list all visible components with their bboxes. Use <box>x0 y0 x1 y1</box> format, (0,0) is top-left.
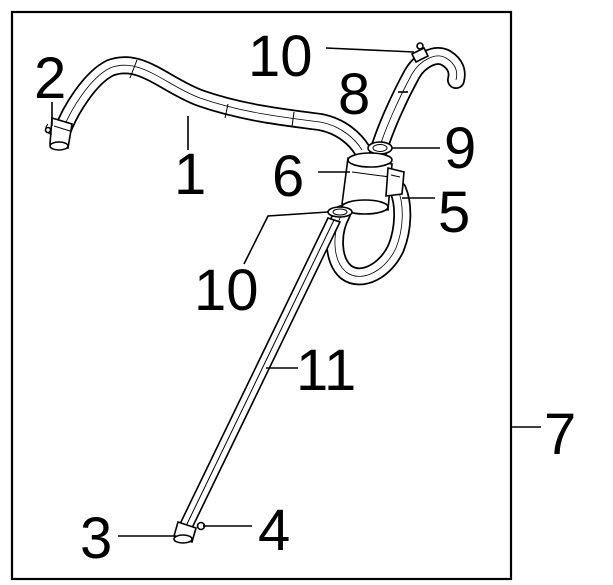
leader-10-top <box>325 47 415 53</box>
callout-9: 9 <box>444 116 476 181</box>
hose-end-fitting <box>49 116 73 151</box>
filter-bracket-5 <box>385 166 405 197</box>
callout-1: 1 <box>174 142 206 207</box>
hose-clamp-10-mid <box>327 206 353 218</box>
callout-4: 4 <box>258 498 290 563</box>
leader-lines <box>51 47 541 537</box>
callout-10-mid: 10 <box>194 258 259 323</box>
callout-3: 3 <box>80 506 112 571</box>
loop-hose <box>325 181 412 286</box>
callout-8: 8 <box>338 62 370 127</box>
callout-7: 7 <box>544 402 576 467</box>
leader-10-mid <box>243 211 329 265</box>
hose-clamp-2 <box>44 123 53 135</box>
hose-8 <box>369 47 466 161</box>
hose-1 <box>53 56 371 159</box>
assembly-frame <box>10 10 513 581</box>
callout-10-top: 10 <box>248 24 313 89</box>
callout-5: 5 <box>438 180 470 245</box>
callout-11: 11 <box>296 338 356 403</box>
hose-clamp-9 <box>367 141 393 155</box>
hose-clamp-10-top <box>410 42 430 64</box>
callout-6: 6 <box>272 144 304 209</box>
callout-2: 2 <box>34 46 66 111</box>
bottom-fitting-3 <box>173 520 197 544</box>
fuel-filter-6 <box>341 152 393 215</box>
